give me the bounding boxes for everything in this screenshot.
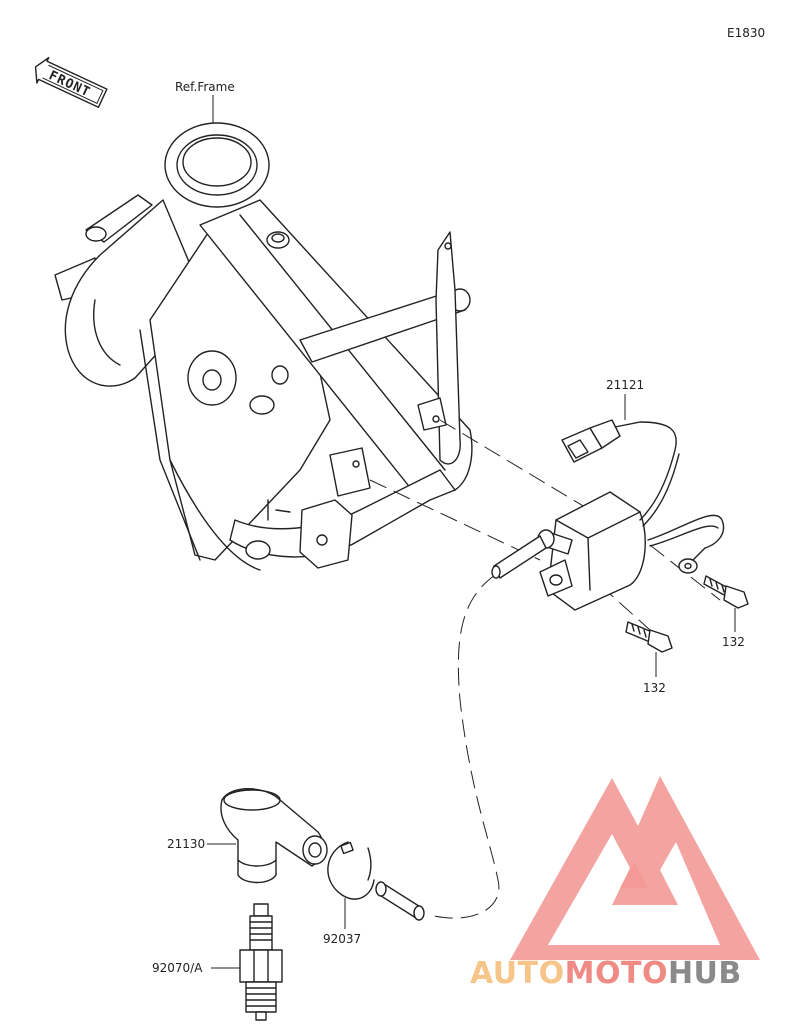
watermark-part2: MOTO <box>565 956 668 991</box>
watermark-triangle-inner <box>620 862 648 888</box>
watermark-part1: AUTO <box>470 956 565 991</box>
alignment-line-3 <box>649 544 721 601</box>
alignment-line-2 <box>369 479 541 561</box>
hv-lead-dashed <box>429 574 500 919</box>
label-21130: 21130 <box>167 837 205 851</box>
hv-lead-end <box>375 881 425 921</box>
spark-plug-cap <box>220 788 328 884</box>
watermark-logo <box>510 776 760 960</box>
bolt-132-lower <box>625 621 673 653</box>
spark-plug <box>239 903 283 1021</box>
label-92070-a: 92070/A <box>152 961 203 975</box>
label-92037: 92037 <box>323 932 361 946</box>
label-132-right: 132 <box>722 635 745 649</box>
label-21121: 21121 <box>606 378 644 392</box>
ignition-coil <box>491 419 725 611</box>
retaining-clip <box>327 841 375 900</box>
frame <box>54 122 473 571</box>
diagram-code: E1830 <box>727 26 765 40</box>
ref-frame-label: Ref.Frame <box>175 80 235 94</box>
watermark-part3: HUB <box>668 956 742 991</box>
alignment-line-1 <box>439 419 591 511</box>
label-132-lower: 132 <box>643 681 666 695</box>
front-arrow: FRONT <box>34 56 108 108</box>
bolt-132-right <box>703 575 749 609</box>
watermark-text: AUTOMOTOHUB <box>470 956 742 991</box>
